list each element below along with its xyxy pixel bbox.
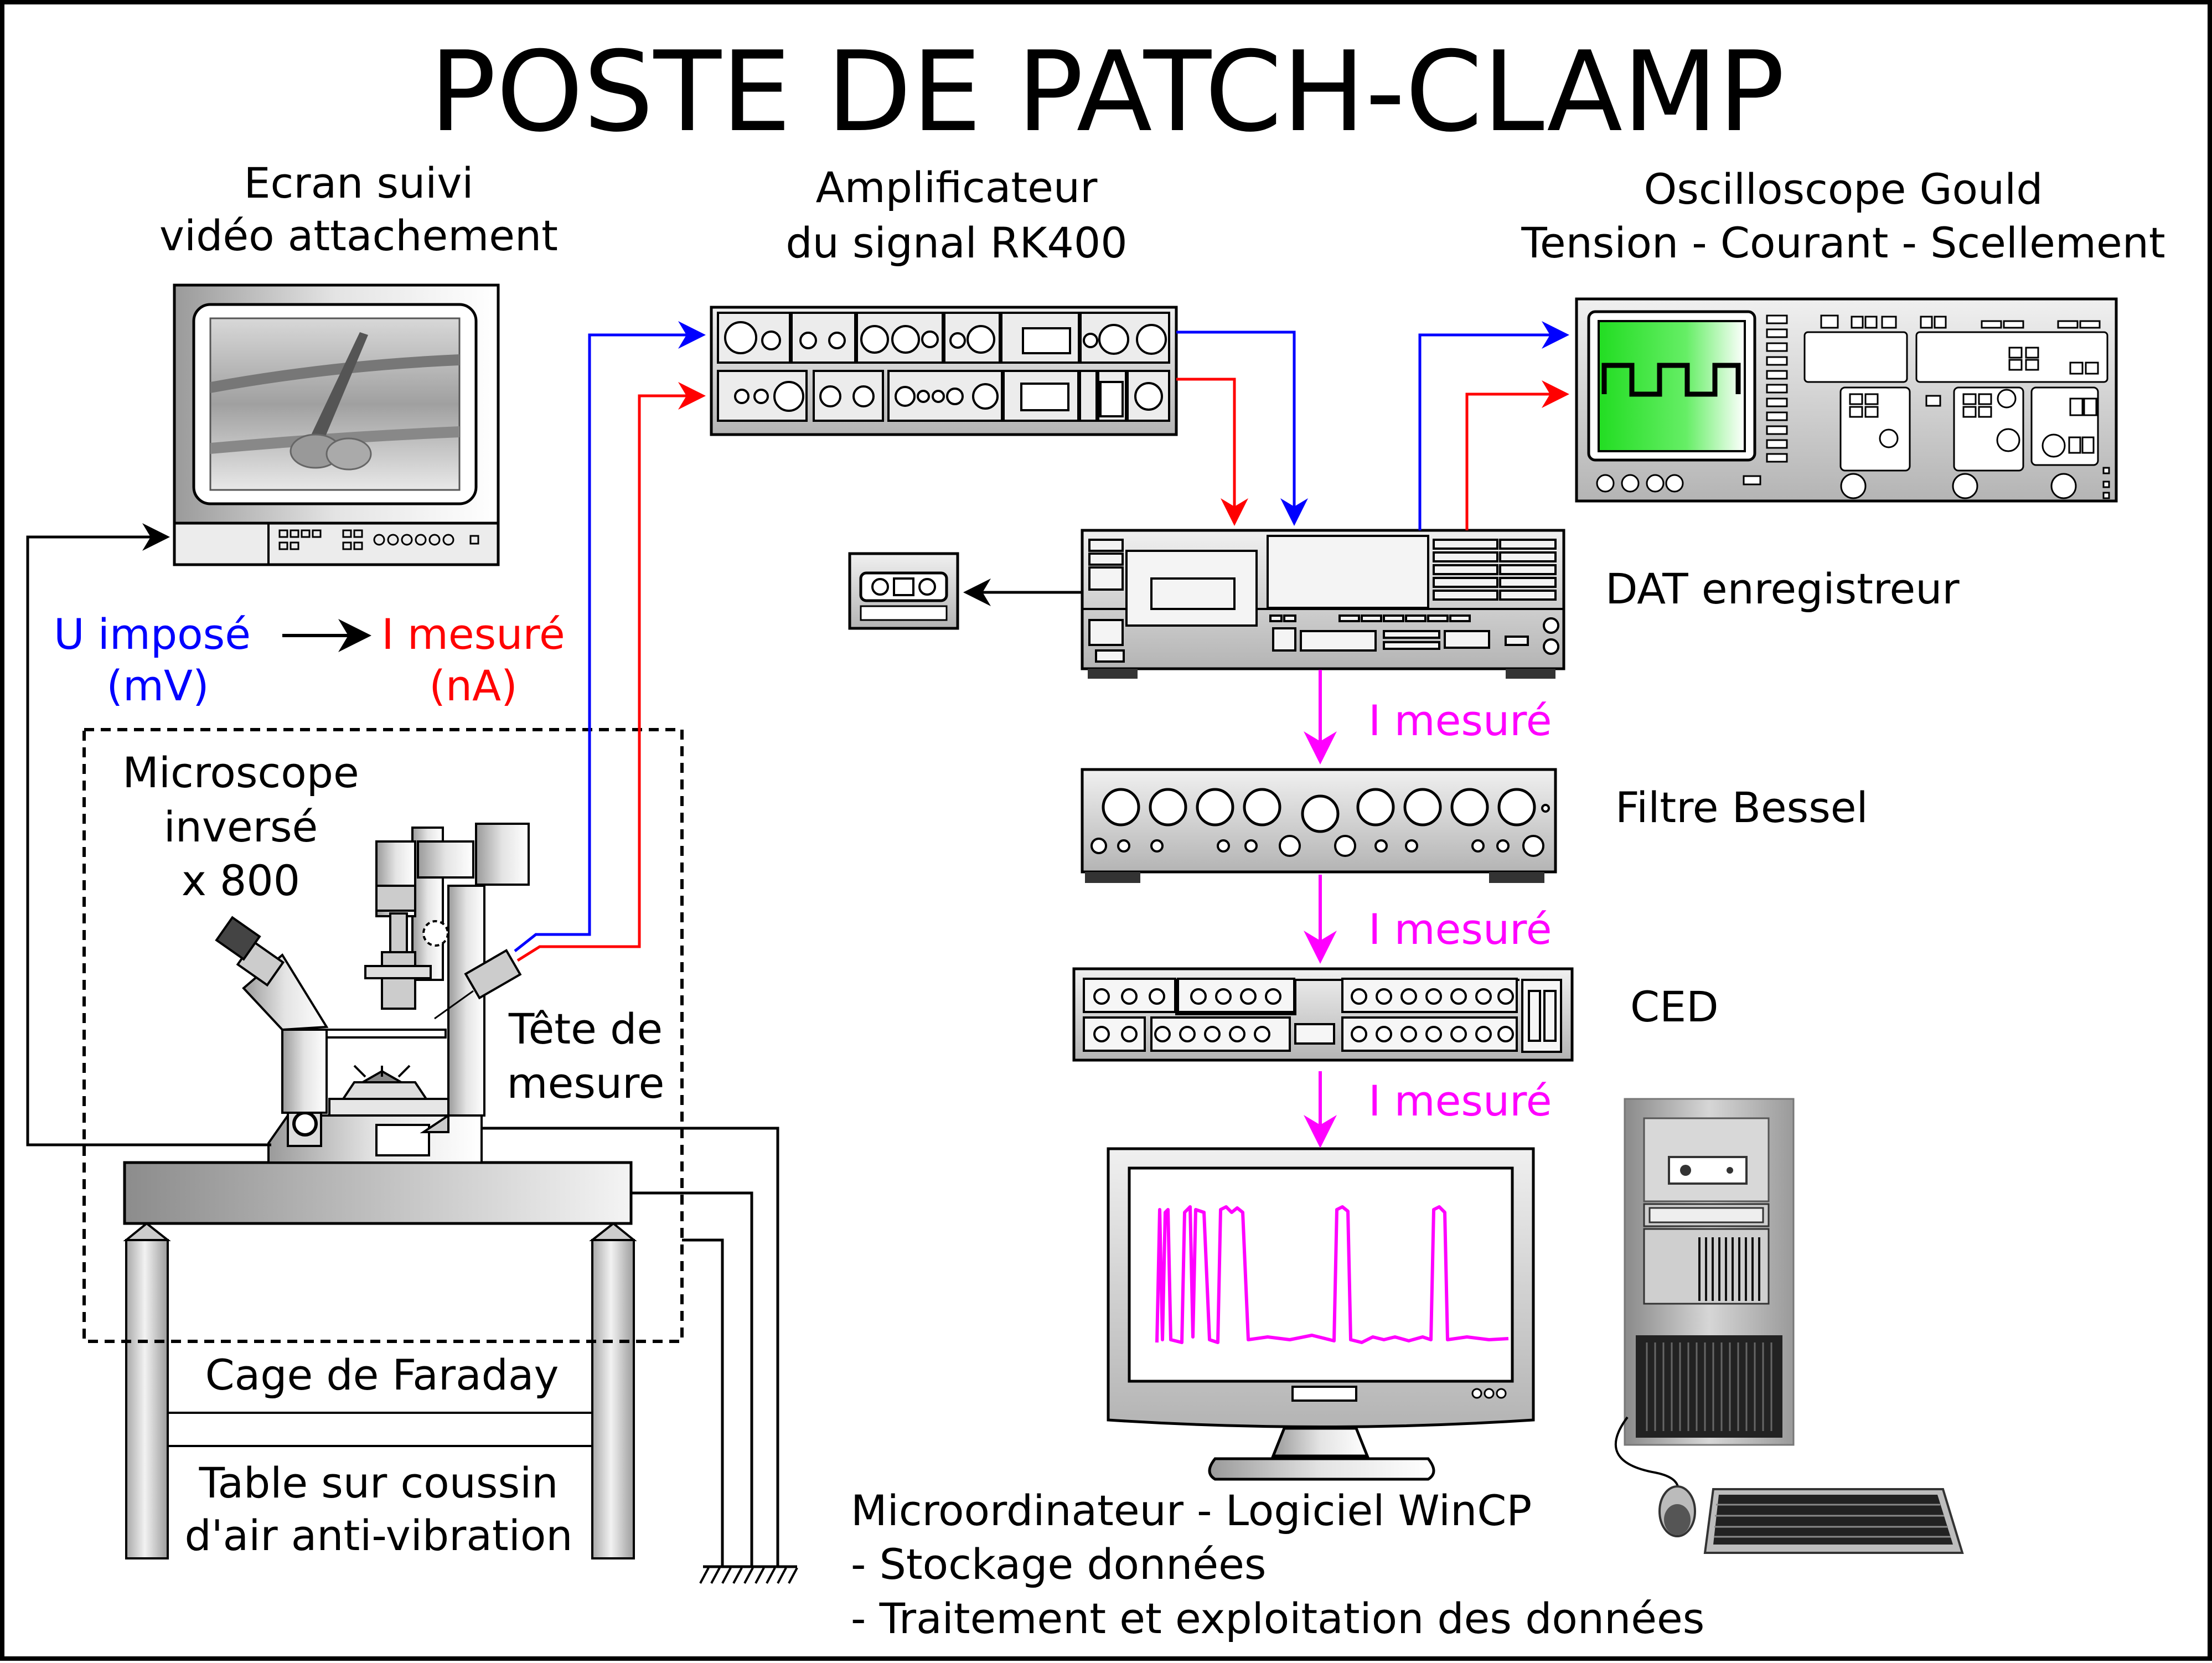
- label-flow1: I mesuré: [1368, 696, 1552, 745]
- scope-square-wave: [1601, 363, 1741, 397]
- label-i-unit: (nA): [429, 661, 517, 710]
- label-faraday: Cage de Faraday: [205, 1350, 559, 1399]
- oscilloscope-gould: [1575, 297, 2118, 503]
- amp-current-to-dat: [1176, 378, 1248, 526]
- amplifier-rk400: [710, 306, 1178, 436]
- label-amp-line1: Amplificateur: [816, 163, 1098, 212]
- computer-monitor: [1107, 1147, 1535, 1481]
- label-tete-line1: Tête de: [508, 1004, 663, 1053]
- dat-voltage-to-scope: [1418, 321, 1569, 530]
- label-micro-line3: x 800: [182, 856, 300, 905]
- dat-recorder: [1081, 529, 1565, 679]
- label-amp-line2: du signal RK400: [785, 218, 1127, 267]
- label-screen-line2: vidéo attachement: [159, 211, 558, 260]
- label-micro-line2: inversé: [164, 802, 318, 851]
- label-i-mesure: I mesuré: [381, 610, 565, 659]
- label-pc-line3: - Traitement et exploitation des données: [851, 1594, 1704, 1643]
- label-pc-line2: - Stockage données: [851, 1540, 1267, 1589]
- headstage-voltage-line: [514, 321, 706, 952]
- mouse-icon: [1658, 1485, 1696, 1537]
- dat-current-to-scope: [1465, 380, 1569, 530]
- dat-cassette-icon: [848, 552, 959, 630]
- label-bessel: Filtre Bessel: [1615, 783, 1868, 832]
- computer-tower: [1624, 1098, 1795, 1446]
- keyboard-icon: [1703, 1488, 1964, 1554]
- label-osc-line2: Tension - Courant - Scellement: [1521, 218, 2165, 267]
- ced-interface: [1072, 967, 1574, 1062]
- label-micro-line1: Microscope: [122, 748, 359, 797]
- label-u-unit: (mV): [106, 661, 209, 710]
- faraday-cage-outline: [82, 728, 684, 1343]
- ground-wires: [482, 1127, 797, 1568]
- label-pc-line1: Microordinateur - Logiciel WinCP: [851, 1486, 1532, 1535]
- label-osc-line1: Oscilloscope Gould: [1644, 164, 2043, 214]
- diagram-title: POSTE DE PATCH-CLAMP: [430, 28, 1785, 157]
- bessel-filter: [1081, 768, 1557, 883]
- label-flow3: I mesuré: [1368, 1076, 1552, 1125]
- ground-icon: [699, 1567, 798, 1584]
- label-table-line1: Table sur coussin: [199, 1458, 559, 1507]
- label-u-impose: U imposé: [54, 610, 251, 659]
- label-flow2: I mesuré: [1368, 905, 1552, 954]
- inverted-microscope: [215, 823, 530, 1164]
- label-dat: DAT enregistreur: [1605, 564, 1960, 613]
- video-feed-line: [26, 523, 271, 1146]
- label-ced: CED: [1630, 982, 1719, 1031]
- mouse-cable: [1614, 1416, 1679, 1495]
- amp-voltage-to-dat: [1176, 330, 1308, 526]
- anti-vibration-table: [123, 1161, 637, 1559]
- label-table-line2: d'air anti-vibration: [185, 1511, 573, 1560]
- pc-current-trace: [1155, 1205, 1509, 1344]
- label-screen-line1: Ecran suivi: [244, 158, 474, 208]
- headstage-current-line: [516, 382, 706, 962]
- label-tete-line2: mesure: [507, 1058, 665, 1108]
- video-monitor: [173, 283, 500, 566]
